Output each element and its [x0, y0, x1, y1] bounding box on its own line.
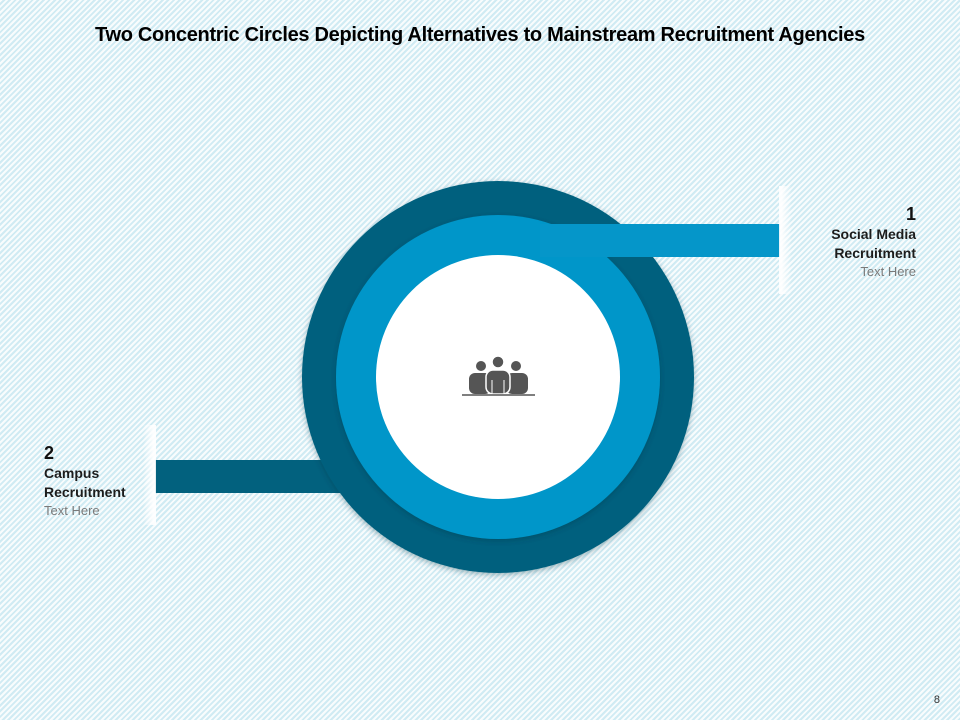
left-divider [153, 425, 156, 525]
item-1-description: Text Here [860, 264, 916, 279]
page-number: 8 [933, 694, 940, 706]
right-divider [779, 186, 782, 294]
inner-ring-connector-bar [540, 224, 780, 257]
left-divider-shade [143, 425, 153, 525]
item-1-name-line2: Recruitment [834, 245, 916, 261]
people-group-icon [462, 355, 535, 396]
item-1-name-line1: Social Media [831, 226, 916, 242]
item-2-number: 2 [44, 443, 55, 463]
item-2-name-line1: Campus [44, 465, 100, 481]
outer-ring-connector-bar [155, 460, 355, 493]
item-1-label: 1 Social Media Recruitment Text Here [746, 204, 916, 281]
item-2-description: Text Here [44, 503, 100, 518]
item-1-number: 1 [905, 204, 916, 224]
item-2-name-line2: Recruitment [44, 484, 126, 500]
item-2-label: 2 Campus Recruitment Text Here [44, 443, 214, 520]
slide-title: Two Concentric Circles Depicting Alterna… [95, 24, 865, 46]
right-divider-shade [782, 186, 792, 294]
